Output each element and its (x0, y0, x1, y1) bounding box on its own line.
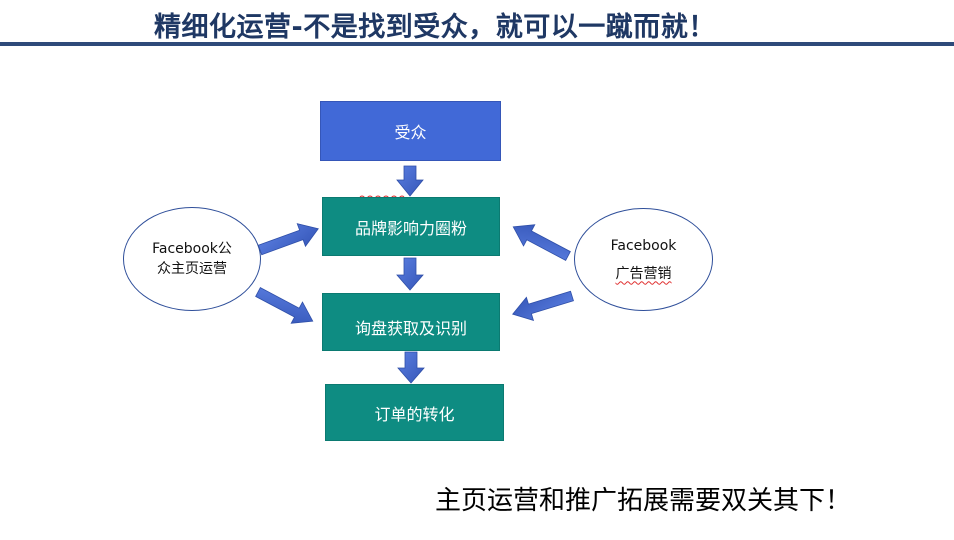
arrow-right-to-brand (512, 224, 571, 261)
node-conversion: 订单的转化 (325, 384, 504, 441)
arrow-brand-to-inquiry (396, 257, 424, 291)
node-inquiry: 询盘获取及识别 (322, 293, 500, 351)
arrow-right-to-inquiry (512, 290, 574, 321)
node-conversion-label: 订单的转化 (374, 404, 455, 424)
node-audience-label: 受众 (394, 123, 427, 142)
node-inquiry-label: 询盘获取及识别 (354, 319, 467, 338)
right-ellipse-line1: Facebook (610, 237, 677, 254)
node-brand: 品牌影响力圈粉 (322, 197, 500, 256)
left-ellipse-line2: 众主页运营 (156, 261, 227, 277)
arrow-inquiry-to-conversion (397, 351, 425, 384)
arrow-audience-to-brand (396, 165, 424, 197)
right-ellipse-line2: 广告营销 (615, 265, 672, 282)
left-ellipse-line1: Facebook公 (152, 241, 232, 257)
page-title: 精细化运营-不是找到受众，就可以一蹴而就！ (154, 12, 716, 43)
left-ellipse: Facebook公 众主页运营 (123, 207, 261, 311)
title-divider (0, 42, 954, 46)
arrow-left-to-brand (257, 223, 319, 256)
node-audience: 受众 (320, 101, 501, 161)
footer-statement: 主页运营和推广拓展需要双关其下！ (435, 486, 852, 516)
right-ellipse: Facebook 广告营销 (574, 208, 713, 311)
node-brand-label: 品牌影响力圈粉 (354, 218, 467, 238)
arrow-left-to-inquiry (255, 287, 314, 324)
